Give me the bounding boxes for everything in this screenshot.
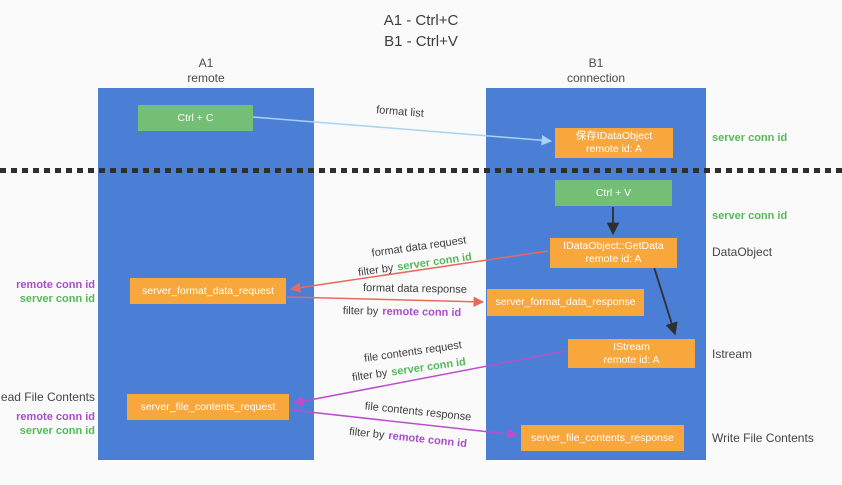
node-format-response-label: server_format_data_response (495, 296, 636, 308)
node-istream-line2: remote id: A (603, 353, 660, 366)
label-format-data-response: format data response (362, 282, 468, 296)
diagram-title: A1 - Ctrl+C B1 - Ctrl+V (0, 10, 842, 52)
remote-conn-id-text: remote conn id (387, 429, 468, 451)
column-header-a1: A1 remote (98, 56, 314, 86)
node-server-format-data-response: server_format_data_response (487, 289, 644, 316)
right-label-server-conn-id-1: server conn id (712, 132, 788, 144)
node-file-request-label: server_file_contents_request (140, 400, 276, 413)
node-server-file-contents-request: server_file_contents_request (127, 394, 289, 420)
column-header-b1: B1 connection (486, 56, 706, 86)
node-ctrl-v-label: Ctrl + V (595, 186, 632, 199)
node-server-file-contents-response: server_file_contents_response (521, 425, 684, 451)
node-istream: IStream remote id: A (568, 339, 695, 368)
node-save-idataobject-line1: 保存IDataObject (575, 130, 653, 142)
left-label-server-conn-id-1: server conn id (19, 293, 95, 305)
right-label-write-file-contents: Write File Contents (712, 431, 814, 445)
node-getdata-line2: remote id: A (585, 253, 642, 265)
title-line-2: B1 - Ctrl+V (384, 33, 458, 50)
column-b1-id: B1 (588, 56, 604, 70)
node-istream-line1: IStream (613, 340, 650, 353)
column-a1-name: remote (187, 71, 225, 85)
label-format-list: format list (375, 104, 425, 120)
arrow-format-data-response (286, 296, 485, 308)
node-save-idataobject-line2: remote id: A (585, 143, 643, 155)
dotted-separator (0, 168, 842, 173)
right-label-istream: Istream (712, 347, 753, 361)
column-a1-id: A1 (198, 56, 214, 70)
node-ctrl-c-label: Ctrl + C (177, 111, 214, 124)
left-label-remote-conn-id-1: remote conn id (16, 279, 95, 291)
node-idataobject-getdata: IDataObject::GetData remote id: A (550, 238, 677, 268)
right-label-dataobject: DataObject (712, 245, 773, 259)
node-format-request-label: server_format_data_request (142, 284, 274, 297)
right-label-server-conn-id-2: server conn id (712, 210, 788, 222)
filter-by-text: filter by (351, 367, 389, 384)
column-b1-name: connection (566, 71, 626, 85)
node-save-idataobject: 保存IDataObject remote id: A (555, 128, 673, 158)
left-label-server-conn-id-2: server conn id (19, 425, 95, 437)
node-ctrl-c: Ctrl + C (138, 105, 253, 131)
filter-by-text: filter by (342, 304, 379, 318)
remote-conn-id-text: remote conn id (382, 305, 462, 320)
title-line-1: A1 - Ctrl+C (383, 12, 459, 29)
left-label-remote-conn-id-2: remote conn id (16, 411, 95, 423)
node-file-response-label: server_file_contents_response (530, 431, 674, 444)
filter-by-text: filter by (357, 262, 395, 279)
label-file-contents-response: file contents response (364, 400, 472, 424)
filter-by-text: filter by (348, 425, 386, 442)
node-server-format-data-request: server_format_data_request (130, 278, 286, 304)
node-ctrl-v: Ctrl + V (555, 180, 672, 206)
left-label-read-file-contents: Read File Contents (0, 390, 95, 404)
node-getdata-line1: IDataObject::GetData (563, 240, 664, 252)
